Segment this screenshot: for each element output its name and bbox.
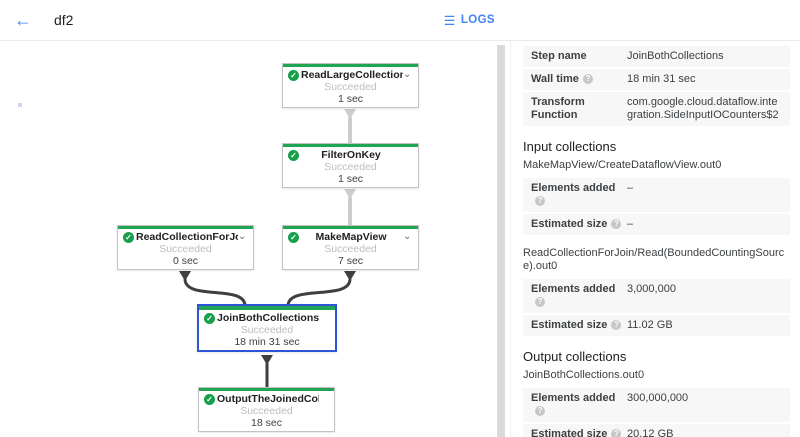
node-duration: 1 sec — [337, 173, 364, 185]
graph-node-filteronkey[interactable]: ✓ FilterOnKey Succeeded 1 sec — [282, 143, 419, 188]
edge-joinboth-output — [261, 355, 273, 387]
estimated-size-row: Estimated size? 11.02 GB — [523, 315, 790, 336]
field-value: JoinBothCollections — [627, 50, 724, 62]
input-collections-heading: Input collections — [523, 139, 617, 154]
estimated-size-row: Estimated size? – — [523, 214, 790, 235]
field-label: Estimated size? — [531, 319, 627, 332]
transform-function-row: Transform Function com.google.cloud.data… — [523, 92, 790, 126]
help-icon[interactable]: ? — [611, 429, 622, 437]
help-icon[interactable]: ? — [611, 320, 622, 330]
graph-scrollbar[interactable] — [497, 45, 505, 437]
field-value: – — [627, 182, 634, 194]
output-collections-heading: Output collections — [523, 349, 627, 364]
wall-time-row: Wall time? 18 min 31 sec — [523, 69, 790, 90]
collection-name: MakeMapView/CreateDataflowView.out0 — [523, 159, 722, 171]
field-label: Elements added? — [531, 182, 616, 206]
elements-added-row: Elements added? 300,000,000 — [523, 388, 790, 422]
logs-button[interactable]: ☰ LOGS — [444, 0, 495, 40]
field-value: 300,000,000 — [627, 392, 689, 404]
node-duration: 7 sec — [337, 255, 364, 267]
field-label: Estimated size? — [531, 218, 627, 231]
node-status-bar — [199, 388, 334, 391]
input-collection-group: MakeMapView/CreateDataflowView.out0 Elem… — [523, 159, 790, 235]
help-icon[interactable]: ? — [535, 406, 545, 416]
node-duration: 18 sec — [251, 417, 282, 429]
field-label: Wall time? — [531, 73, 627, 86]
graph-node-outputthejoined[interactable]: ✓ OutputTheJoinedCollec... Succeeded 18 … — [198, 387, 335, 432]
estimated-size-row: Estimated size? 20.12 GB — [523, 424, 790, 437]
node-title: FilterOnKey — [321, 149, 381, 161]
job-title: df2 — [54, 12, 74, 28]
field-label: Elements added? — [531, 392, 616, 416]
help-icon[interactable]: ? — [535, 196, 545, 206]
node-status: Succeeded — [324, 161, 377, 173]
field-label: Elements added? — [531, 283, 616, 307]
pipeline-graph: ✓ ReadLargeCollectionFr... ⌄ Succeeded 1… — [0, 40, 497, 437]
collection-name: ReadCollectionForJoin/Read(BoundedCounti… — [523, 247, 785, 272]
node-title: JoinBothCollections — [217, 312, 320, 324]
step-name-row: Step name JoinBothCollections — [523, 46, 790, 67]
edge-readcollection-joinboth — [179, 271, 247, 307]
list-icon: ☰ — [443, 12, 456, 28]
chevron-down-icon[interactable]: ⌄ — [403, 69, 412, 80]
field-label: Transform Function — [531, 96, 585, 121]
field-value: 11.02 GB — [627, 319, 673, 331]
step-details-panel: Step name JoinBothCollections Wall time?… — [510, 41, 800, 437]
edge-filteronkey-makemapview — [344, 189, 356, 225]
graph-node-makemapview[interactable]: ✓ MakeMapView ⌄ Succeeded 7 sec — [282, 225, 419, 270]
node-title: ReadCollectionForJoin — [136, 231, 238, 243]
field-value: 3,000,000 — [627, 283, 676, 295]
help-icon[interactable]: ? — [582, 74, 593, 84]
chevron-down-icon[interactable]: ⌄ — [403, 231, 412, 242]
node-status: Succeeded — [159, 243, 212, 255]
node-duration: 1 sec — [337, 93, 364, 105]
node-status: Succeeded — [240, 324, 294, 336]
collection-name: JoinBothCollections.out0 — [523, 369, 645, 381]
node-status-bar — [283, 226, 418, 229]
field-value: 20.12 GB — [627, 428, 674, 437]
node-status: Succeeded — [324, 81, 377, 93]
elements-added-row: Elements added? – — [523, 178, 790, 212]
top-app-bar: ← df2 ☰ LOGS — [0, 0, 800, 41]
node-status: Succeeded — [324, 243, 377, 255]
node-title: MakeMapView — [315, 231, 387, 243]
field-label: Estimated size? — [531, 428, 627, 437]
logs-button-label: LOGS — [460, 14, 495, 26]
node-status-bar — [283, 64, 418, 67]
graph-node-joinbothcollections[interactable]: ✓ JoinBothCollections Succeeded 18 min 3… — [197, 304, 337, 352]
node-duration: 0 sec — [172, 255, 199, 267]
field-label: Step name — [531, 50, 587, 62]
node-status-bar — [283, 144, 418, 147]
field-value: 18 min 31 sec — [627, 73, 696, 85]
input-collection-group: ReadCollectionForJoin/Read(BoundedCounti… — [523, 247, 790, 336]
back-arrow-icon[interactable]: ← — [14, 10, 32, 30]
graph-edges — [179, 109, 356, 387]
elements-added-row: Elements added? 3,000,000 — [523, 279, 790, 313]
node-status-bar — [199, 306, 335, 310]
output-collection-group: JoinBothCollections.out0 Elements added?… — [523, 369, 790, 437]
edge-makemapview-joinboth — [286, 271, 356, 307]
graph-node-readlargecollection[interactable]: ✓ ReadLargeCollectionFr... ⌄ Succeeded 1… — [282, 63, 419, 108]
chevron-down-icon[interactable]: ⌄ — [238, 231, 247, 242]
minimap-dot — [18, 103, 22, 107]
help-icon[interactable]: ? — [611, 219, 622, 229]
edge-readlarge-filteronkey — [344, 109, 356, 143]
success-check-icon: ✓ — [204, 393, 215, 405]
success-check-icon: ✓ — [123, 231, 134, 243]
success-check-icon: ✓ — [288, 149, 299, 161]
success-check-icon: ✓ — [288, 69, 299, 81]
node-title: ReadLargeCollectionFr... — [301, 69, 403, 81]
field-value: – — [627, 218, 634, 230]
success-check-icon: ✓ — [204, 312, 215, 324]
success-check-icon: ✓ — [288, 231, 299, 243]
node-title: OutputTheJoinedCollec... — [217, 393, 319, 405]
node-status: Succeeded — [240, 405, 293, 417]
node-status-bar — [118, 226, 253, 229]
graph-node-readcollectionforjoin[interactable]: ✓ ReadCollectionForJoin ⌄ Succeeded 0 se… — [117, 225, 254, 270]
help-icon[interactable]: ? — [535, 297, 545, 307]
field-value: com.google.cloud.dataflow.integration.Si… — [627, 96, 779, 121]
node-duration: 18 min 31 sec — [234, 336, 300, 348]
